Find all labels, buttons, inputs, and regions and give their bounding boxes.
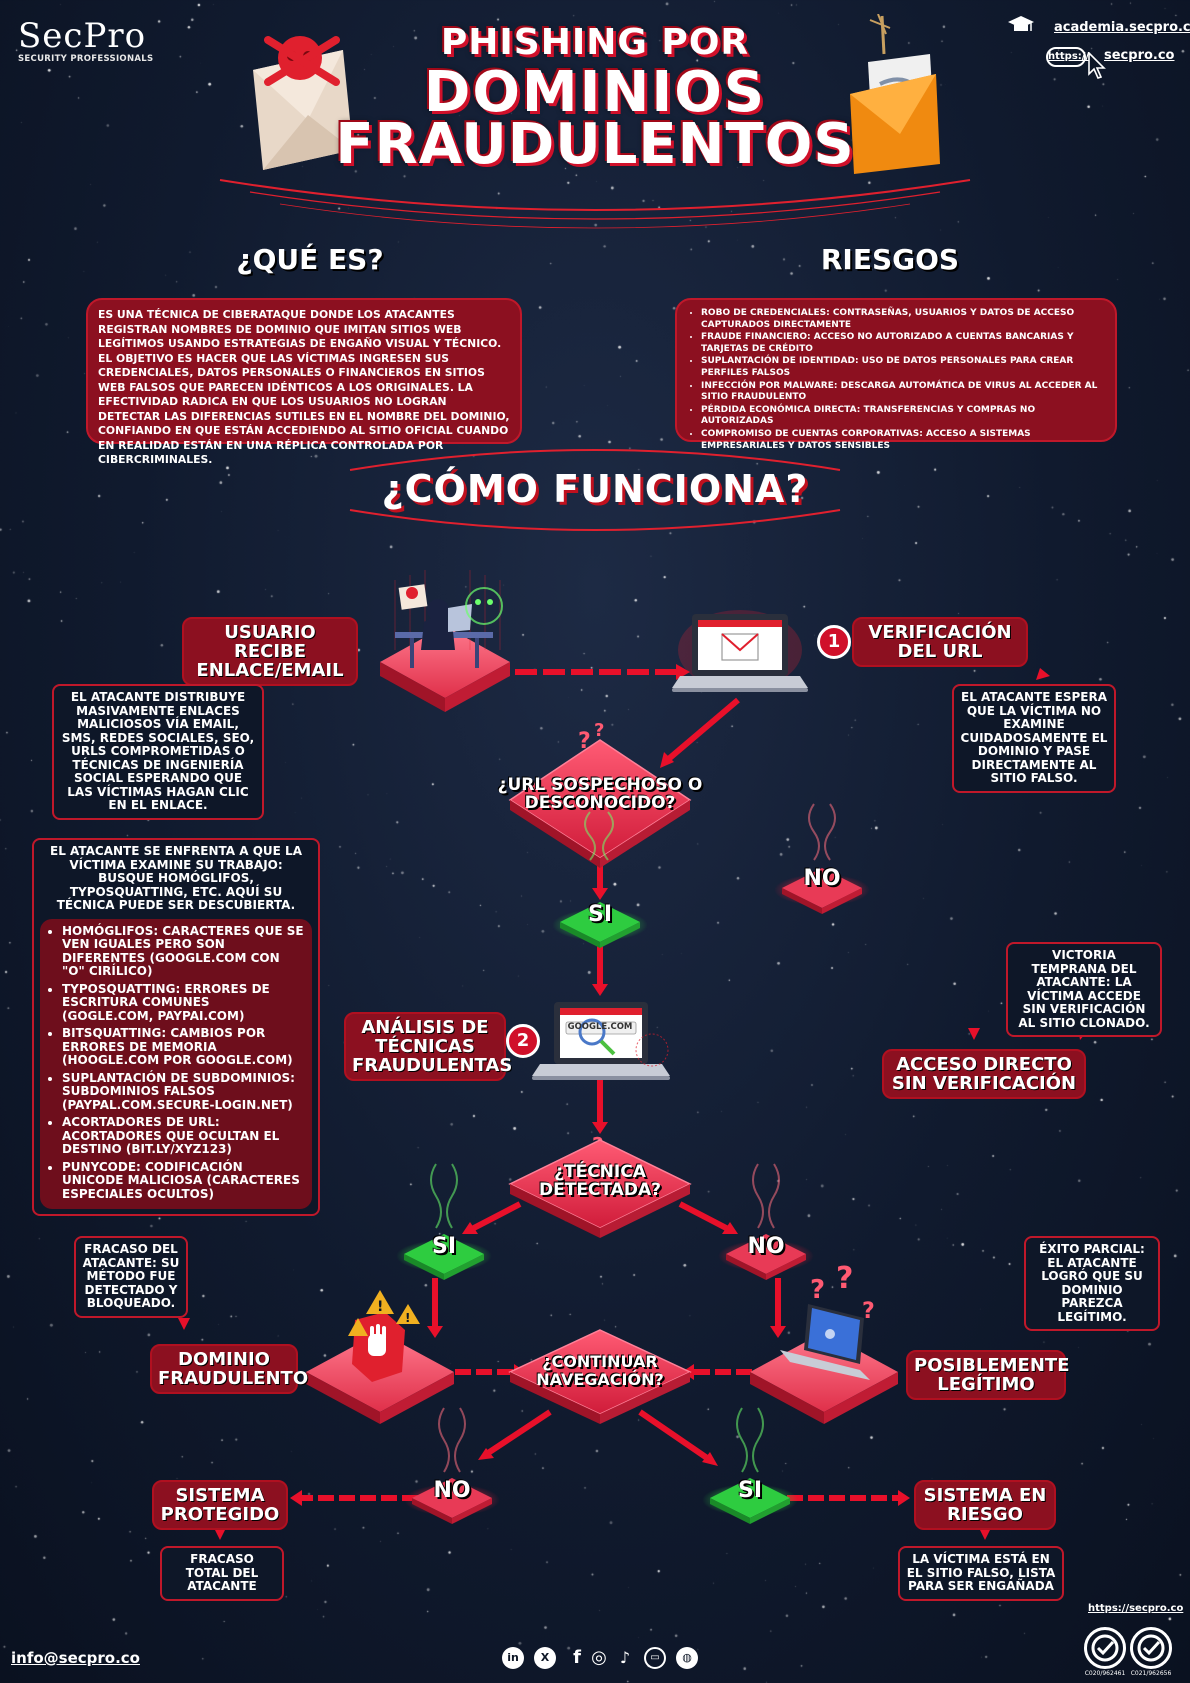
- svg-text:?: ?: [578, 729, 591, 754]
- browser-url-text: GOOGLE.COM: [567, 1022, 633, 1032]
- decision-1-yes: SI: [587, 902, 613, 927]
- usuario-note: EL ATACANTE DISTRIBUYE MASIVAMENTE ENLAC…: [52, 684, 264, 820]
- posiblemente-legitimo-label: POSIBLEMENTE LEGÍTIMO: [906, 1350, 1070, 1400]
- site-prefix-badge: https://: [1046, 47, 1089, 67]
- riesgo-item: SUPLANTACIÓN DE IDENTIDAD: USO DE DATOS …: [701, 356, 1105, 379]
- cert-2-code: C021/962656: [1130, 1670, 1172, 1677]
- certification-seal-icon: [1084, 1627, 1126, 1669]
- title-line2: DOMINIOS: [423, 60, 767, 125]
- fracaso-total-note: FRACASO TOTAL DEL ATACANTE: [160, 1546, 284, 1601]
- decision-diamond-3: [508, 1329, 692, 1424]
- laptop-email-illustration: [672, 610, 808, 692]
- svg-text:?: ?: [810, 1275, 825, 1305]
- title-swoosh-decoration: [219, 179, 971, 531]
- riesgo-item: INFECCIÓN POR MALWARE: DESCARGA AUTOMÁTI…: [701, 381, 1105, 404]
- svg-text:!: !: [405, 1311, 410, 1325]
- technique-item: TYPOSQUATTING: ERRORES DE ESCRITURA COMU…: [62, 982, 304, 1024]
- graduation-cap-icon: [1008, 16, 1034, 31]
- technique-item: PUNYCODE: CODIFICACIÓN UNICODE MALICIOSA…: [62, 1160, 304, 1202]
- riesgo-item: COMPROMISO DE CUENTAS CORPORATIVAS: ACCE…: [701, 429, 1105, 452]
- svg-text:?: ?: [862, 1299, 875, 1324]
- blocked-domain-platform: ! !: [306, 1290, 454, 1424]
- decision-2-yes: SI: [431, 1234, 457, 1259]
- step-1-badge: 1: [817, 625, 851, 659]
- fracaso-note: FRACASO DEL ATACANTE: SU MÉTODO FUE DETE…: [74, 1236, 188, 1318]
- technique-item: HOMÓGLIFOS: CARACTERES QUE SE VEN IGUALE…: [62, 924, 304, 979]
- svg-text:?: ?: [836, 1261, 853, 1296]
- x-icon[interactable]: X: [534, 1647, 556, 1669]
- decision-3-yes: SI: [737, 1478, 763, 1503]
- riesgos-heading: RIESGOS: [820, 243, 960, 276]
- que-es-heading: ¿QUÉ ES?: [236, 243, 384, 276]
- footer-site-link[interactable]: https://secpro.co: [1088, 1603, 1184, 1614]
- svg-text:!: !: [377, 1299, 383, 1315]
- secpro-logo: SecPro SECURITY PROFESSIONALS: [18, 18, 168, 64]
- acceso-directo-label: ACCESO DIRECTO SIN VERIFICACIÓN: [882, 1049, 1086, 1099]
- decision-2-no: NO: [747, 1234, 785, 1259]
- logo-text: SecPro: [18, 16, 147, 56]
- twitch-icon[interactable]: ▭: [644, 1647, 666, 1669]
- examine-note: EL ATACANTE SE ENFRENTA A QUE LA VÍCTIMA…: [32, 838, 320, 1216]
- victoria-note: VICTORIA TEMPRANA DEL ATACANTE: LA VÍCTI…: [1006, 942, 1162, 1037]
- step-2-badge: 2: [506, 1024, 540, 1058]
- analisis-label: ANÁLISIS DE TÉCNICAS FRAUDULENTAS: [344, 1012, 512, 1081]
- github-icon[interactable]: ◍: [676, 1647, 698, 1669]
- title-line1: PHISHING POR: [440, 22, 750, 63]
- laptop-google-illustration: [532, 1002, 670, 1080]
- technique-item: SUPLANTACIÓN DE SUBDOMINIOS: SUBDOMINIOS…: [62, 1071, 304, 1113]
- cursor-icon: [1088, 51, 1108, 84]
- decision-3-text: ¿CONTINUAR NAVEGACIÓN?: [536, 1352, 664, 1389]
- verificacion-note: EL ATACANTE ESPERA QUE LA VÍCTIMA NO EXA…: [952, 684, 1116, 793]
- tiktok-icon[interactable]: ♪: [619, 1648, 631, 1667]
- academy-link[interactable]: academia.secpro.co: [1054, 20, 1190, 35]
- technique-item: BITSQUATTING: CAMBIOS POR ERRORES DE MEM…: [62, 1026, 304, 1068]
- verificacion-label: VERIFICACIÓN DEL URL: [852, 617, 1028, 667]
- hooked-envelope-icon: [850, 13, 940, 178]
- decision-2-text: ¿TÉCNICA DETECTADA?: [539, 1162, 661, 1200]
- title-line3: FRAUDULENTOS: [335, 112, 855, 177]
- legit-laptop-platform: [750, 1304, 898, 1424]
- footer-email[interactable]: info@secpro.co: [11, 1649, 140, 1667]
- technique-item: ACORTADORES DE URL: ACORTADORES QUE OCUL…: [62, 1115, 304, 1157]
- riesgo-item: ROBO DE CREDENCIALES: CONTRASEÑAS, USUAR…: [701, 308, 1105, 331]
- flow-arrows: [300, 669, 900, 1501]
- glow-platforms: [396, 868, 870, 1524]
- como-funciona-heading: ¿CÓMO FUNCIONA?: [381, 467, 809, 511]
- decision-diamond-1: [508, 739, 692, 868]
- que-es-panel: ES UNA TÉCNICA DE CIBERATAQUE DONDE LOS …: [86, 298, 522, 466]
- exito-note: ÉXITO PARCIAL: EL ATACANTE LOGRÓ QUE SU …: [1024, 1236, 1160, 1331]
- sistema-protegido-label: SISTEMA PROTEGIDO: [152, 1480, 288, 1530]
- skull-envelope-icon: [248, 20, 358, 174]
- facebook-icon[interactable]: f: [573, 1647, 581, 1668]
- riesgo-item: FRAUDE FINANCIERO: ACCESO NO AUTORIZADO …: [701, 332, 1105, 355]
- certification-seal-icon: [1130, 1627, 1172, 1669]
- decision-diamond-2: [508, 1139, 692, 1238]
- svg-text:?: ?: [594, 720, 604, 741]
- cert-1-code: C020/962461: [1084, 1670, 1126, 1677]
- techniques-list: HOMÓGLIFOS: CARACTERES QUE SE VEN IGUALE…: [40, 918, 312, 1209]
- smoke-decoration: [430, 803, 836, 1473]
- decision-3-no: NO: [433, 1478, 471, 1503]
- dominio-fraudulento-label: DOMINIO FRAUDULENTO: [150, 1344, 308, 1394]
- riesgo-note: LA VÍCTIMA ESTÁ EN EL SITIO FALSO, LISTA…: [898, 1546, 1064, 1601]
- examine-note-text: EL ATACANTE SE ENFRENTA A QUE LA VÍCTIMA…: [50, 844, 302, 912]
- decision-1-no: NO: [803, 866, 841, 891]
- riesgo-item: PÉRDIDA ECONÓMICA DIRECTA: TRANSFERENCIA…: [701, 405, 1105, 428]
- linkedin-icon[interactable]: in: [502, 1647, 524, 1669]
- instagram-icon[interactable]: ◎: [591, 1647, 607, 1668]
- logo-tagline: SECURITY PROFESSIONALS: [18, 54, 154, 64]
- site-link[interactable]: secpro.co: [1104, 48, 1175, 63]
- hacker-desk-platform: [380, 570, 510, 712]
- riesgos-panel: ROBO DE CREDENCIALES: CONTRASEÑAS, USUAR…: [675, 298, 1117, 451]
- decision-1-text: ¿URL SOSPECHOSO O DESCONOCIDO?: [497, 775, 703, 813]
- sistema-riesgo-label: SISTEMA EN RIESGO: [914, 1480, 1056, 1530]
- usuario-recibe-label: USUARIO RECIBE ENLACE/EMAIL: [182, 617, 358, 686]
